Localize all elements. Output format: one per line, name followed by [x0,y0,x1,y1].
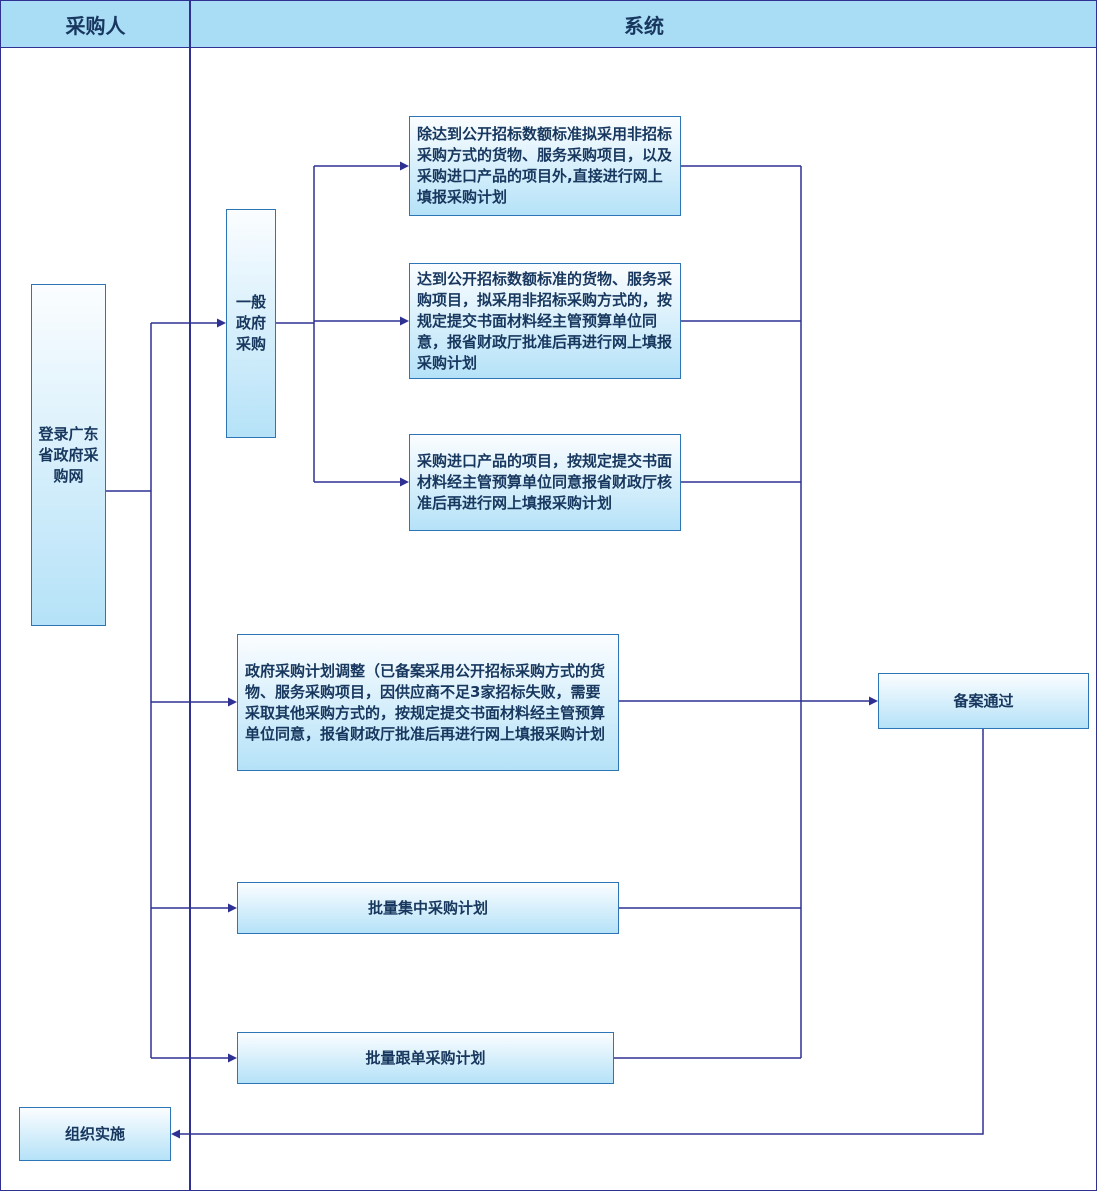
arrow-into-implement [171,1129,180,1139]
arrow-into-filed [869,696,878,706]
arrow-into-direct [400,161,409,171]
flow-node-direct-filing: 除达到公开招标数额标准拟采用非招标采购方式的货物、服务采购项目，以及采购进口产品… [409,116,681,216]
lane-divider [189,1,191,1190]
arrow-into-nonbid [400,316,409,326]
flow-node-login: 登录广东省政府采购网 [31,284,106,626]
flow-node-nonbid-approval: 达到公开招标数额标准的货物、服务采购项目，拟采用非招标采购方式的，按规定提交书面… [409,263,681,379]
flow-node-filing-passed: 备案通过 [878,673,1089,729]
flow-node-batch-follow-plan: 批量跟单采购计划 [237,1032,614,1084]
flow-node-batch-central-plan: 批量集中采购计划 [237,882,619,934]
flow-node-plan-adjustment: 政府采购计划调整（已备案采用公开招标采购方式的货物、服务采购项目，因供应商不足3… [237,634,619,771]
flow-node-general-procurement: 一般政府采购 [226,209,276,438]
flow-node-import-approval: 采购进口产品的项目，按规定提交书面材料经主管预算单位同意报省财政厅核准后再进行网… [409,434,681,531]
lane-header-system: 系统 [190,1,1096,48]
arrow-into-adjust [228,697,237,707]
lane-header-purchaser: 采购人 [1,1,190,48]
lane-title-system: 系统 [624,13,664,38]
arrow-into-general [217,318,226,328]
arrow-into-batch-central [228,903,237,913]
arrow-into-batch-follow [228,1053,237,1063]
flow-node-organize-implementation: 组织实施 [19,1107,171,1161]
lane-title-purchaser: 采购人 [65,13,126,38]
arrow-into-import [400,477,409,487]
